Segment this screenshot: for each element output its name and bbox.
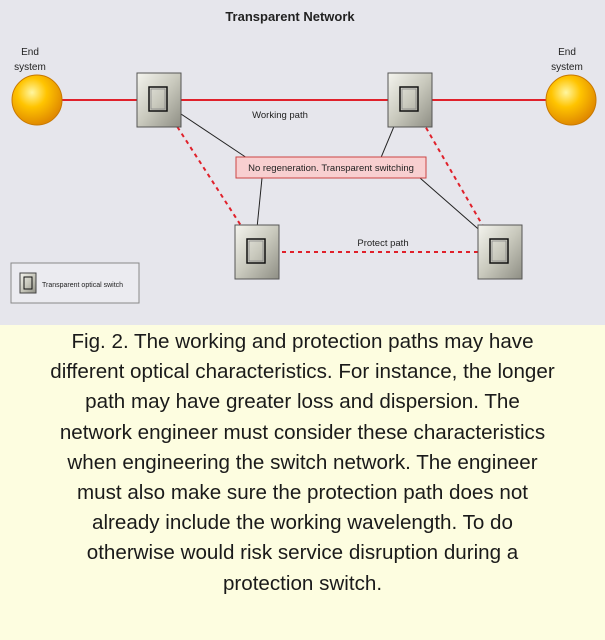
optical-switch-icon [234,224,280,280]
callout-label: No regeneration. Transparent switching [248,163,414,174]
caption-line: must also make sure the protection path … [76,481,529,505]
sun-disc-icon [545,74,597,126]
figure-caption: Fig. 2. The working and protection paths… [0,325,605,640]
caption-line: otherwise would risk service disruption … [86,541,519,565]
caption-line: Fig. 2. The working and protection paths… [71,330,534,353]
end-system-right-label-2: system [551,62,583,73]
legend-label: Transparent optical switch [42,282,123,289]
caption-line: network engineer must consider these cha… [59,420,546,444]
end-system-left-label-2: system [14,62,46,73]
callout-box [235,156,427,179]
caption-line: path may have greater loss and dispersio… [85,390,520,414]
caption-line: when engineering the switch network. The… [67,450,538,474]
optical-switch-icon [477,224,523,280]
optical-switch-icon [19,272,37,294]
network-diagram: Transparent Network End system End syste… [0,0,605,325]
caption-line: already include the working wavelength. … [92,511,513,535]
optical-switch-icon [387,72,433,128]
sun-disc-icon [11,74,63,126]
diagram-title: Transparent Network [225,9,355,24]
protect-path-label: Protect path [357,238,408,249]
end-system-right-label-1: End [558,47,576,58]
caption-line: protection switch. [222,571,383,595]
end-system-left-label-1: End [21,47,39,58]
working-path-label: Working path [252,110,308,121]
optical-switch-icon [136,72,182,128]
caption-line: different optical characteristics. For i… [50,360,555,384]
